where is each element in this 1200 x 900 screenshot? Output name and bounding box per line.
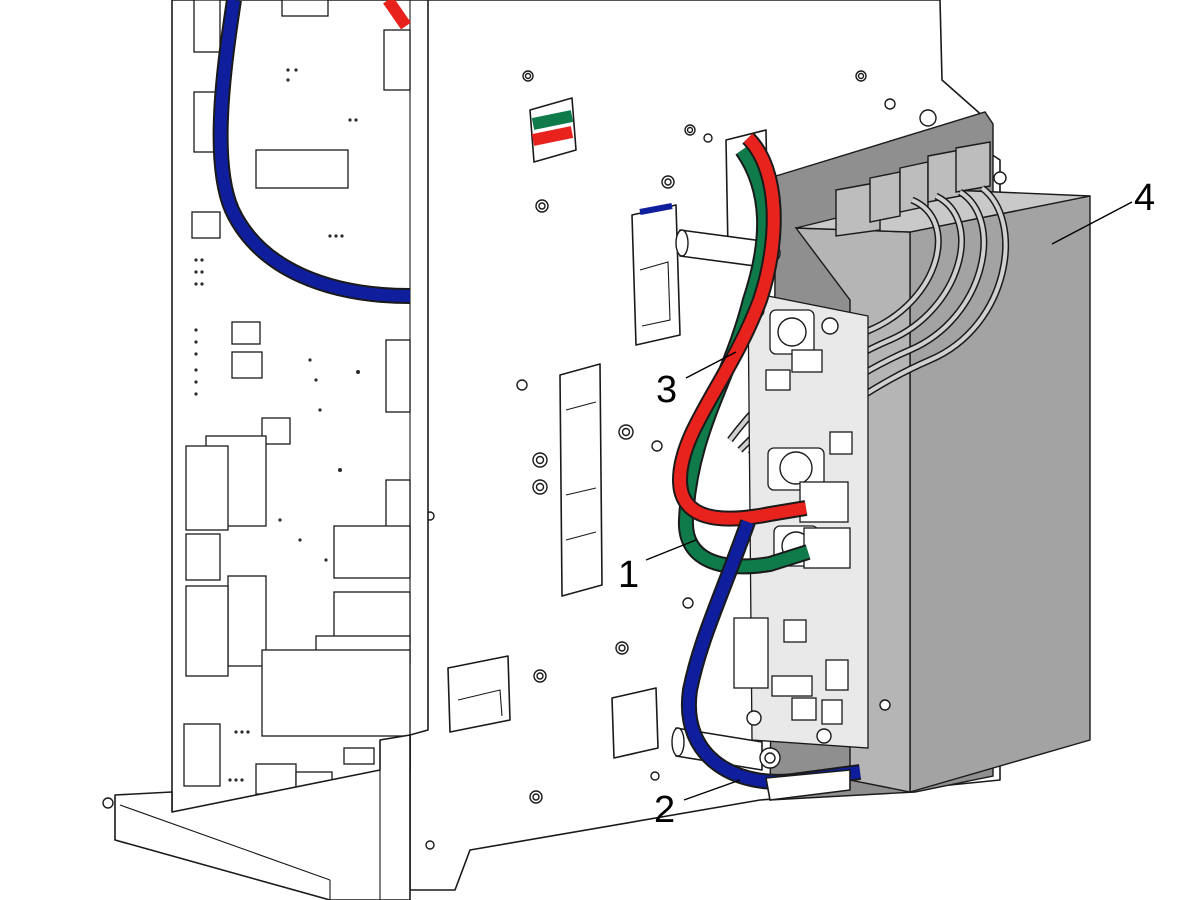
slot-cables (531, 110, 574, 146)
callout-3: 3 (656, 369, 677, 411)
red-cable-top (383, 0, 411, 30)
callout-4: 4 (1134, 177, 1155, 219)
leader-4 (1051, 201, 1133, 245)
callout-1: 1 (618, 554, 639, 596)
leader-3 (685, 351, 737, 379)
leader-1 (645, 539, 697, 561)
heatsink-fins (835, 141, 991, 237)
chassis-holes (425, 70, 896, 850)
main-pcb-panel (171, 0, 429, 813)
leader-2 (683, 779, 741, 801)
base-tray (102, 734, 411, 900)
control-pcb (733, 291, 869, 749)
pcb-dots (194, 68, 360, 782)
callout-2: 2 (654, 789, 675, 831)
pcb-components (183, 0, 411, 795)
callout-leaders (645, 201, 1133, 801)
